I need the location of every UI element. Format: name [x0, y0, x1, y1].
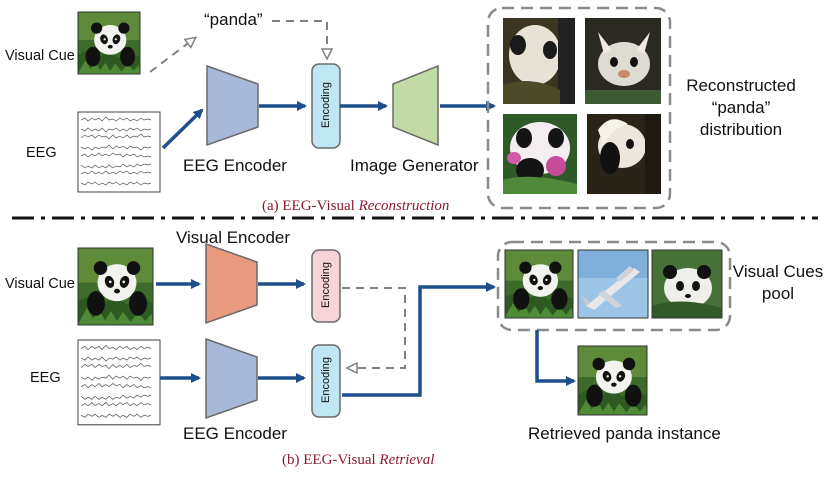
reconstructed-image-4: [587, 114, 661, 194]
pool-image-panda-2: [651, 249, 723, 319]
encoding-label-a: Encoding: [320, 82, 332, 128]
visual-encoder-label: Visual Encoder: [176, 228, 291, 247]
visual-cue-label-a: Visual Cue: [5, 48, 75, 64]
image-generator-shape: [392, 64, 439, 147]
encoding-to-pool-arrow: [342, 282, 496, 397]
eeg-signal-a: [77, 111, 161, 193]
caption-b: (b) EEG-Visual Retrieval: [282, 452, 435, 468]
panda-dash-arrow-in: [149, 38, 195, 73]
caption-a: (a) EEG-Visual Reconstruction: [262, 198, 450, 214]
image-generator-label: Image Generator: [350, 156, 479, 175]
encoding-label-bottom: Encoding: [320, 357, 332, 403]
eeg-to-encoder-arrow-a: [161, 108, 204, 150]
encoding-dash-connector: [342, 287, 406, 368]
retrieved-panda-image: [577, 345, 648, 416]
eeg-encoder-shape-a: [206, 64, 259, 147]
pool-image-airplane: [577, 249, 649, 319]
visual-cue-image-b: [77, 247, 154, 326]
reconstructed-label-line1: Reconstructed: [686, 76, 796, 95]
eeg-encoder-label-a: EEG Encoder: [183, 156, 287, 175]
pool-label-line1: Visual Cues: [732, 262, 824, 281]
eeg-encoder-label-b: EEG Encoder: [183, 424, 287, 443]
eeg-encoder-shape-b: [205, 337, 258, 420]
panda-dash-arrow-out: [272, 20, 327, 58]
eeg-signal-b: [77, 339, 161, 426]
visual-cues-pool-box: [496, 240, 732, 332]
pool-image-panda: [504, 249, 574, 319]
retrieved-label: Retrieved panda instance: [528, 424, 721, 443]
eeg-label-a: EEG: [26, 145, 57, 161]
panda-text-label: “panda”: [204, 10, 263, 29]
encoding-box-top: [311, 249, 341, 323]
eeg-label-b: EEG: [30, 370, 61, 386]
encoding-box-bottom: [311, 344, 341, 418]
pool-label-line2: pool: [761, 284, 795, 303]
reconstructed-image-1: [503, 18, 575, 104]
reconstructed-image-3: [503, 114, 577, 194]
visual-cue-image-a: [77, 11, 141, 75]
visual-encoder-shape: [205, 242, 258, 325]
pool-to-retrieved-arrow: [535, 330, 576, 386]
visual-cue-label-b: Visual Cue: [5, 276, 75, 292]
reconstructed-label-line2: “panda”: [711, 98, 771, 117]
encoding-label-top: Encoding: [320, 262, 332, 308]
reconstructed-box: [486, 6, 672, 210]
reconstructed-label-line3: distribution: [699, 120, 783, 139]
reconstructed-image-2: [585, 18, 661, 104]
